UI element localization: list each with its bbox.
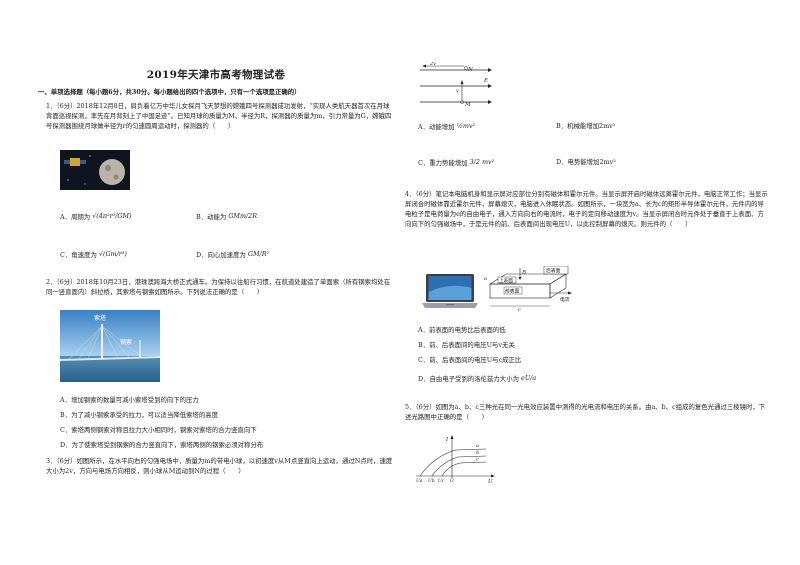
hall-element-diagram: 后表面 上表面 前表面 B 电流 c a: [484, 265, 584, 313]
hall-label-top: 上表面: [499, 277, 513, 284]
graph-label-ub: Ub: [428, 479, 435, 484]
q1-option-c[interactable]: C．角速度为 √(Gm/r³): [60, 250, 127, 259]
hall-label-c: c: [518, 307, 521, 312]
q4-option-b[interactable]: B．前、后表面间的电压U与v无关: [418, 341, 515, 349]
q1-option-a[interactable]: A．周期为 √(4π²r³/GM): [60, 212, 132, 221]
hall-label-back: 后表面: [546, 267, 561, 274]
q2-option-c[interactable]: C．索塔两侧钢索对称且拉力大小相同时，钢索对索塔的合力竖直向下: [60, 426, 257, 434]
page-title: 2019年天津市高考物理试卷: [146, 69, 286, 81]
laptop-image: [420, 272, 480, 310]
q4-option-c[interactable]: C．前、后表面间的电压U与c成正比: [418, 356, 522, 364]
q3-option-b[interactable]: B．机械能增加2mv²: [556, 122, 616, 130]
q1-option-b[interactable]: B．动能为 GMm/2R: [196, 212, 258, 221]
question-2: 2．（6分）2018年10月23日，港珠澳跨海大桥正式通车。为保持以往船行习惯，…: [46, 278, 394, 298]
question-4: 4．（6分）笔记本电脑机身和显示屏对应部位分别有磁体和霍尔元件。当显示屏开启时磁…: [405, 190, 770, 230]
moon-probe-image: [60, 150, 130, 190]
question-1: 1．（6分）2018年12月8日，肩负着亿万中华儿女探月飞天梦想的嫦娥四号探测器…: [46, 102, 394, 132]
q1-option-d[interactable]: D．向心加速度为 GM/R²: [196, 250, 270, 259]
q3-option-c-formula: 3/2 mv²: [469, 158, 495, 166]
q2-option-b[interactable]: B．为了减小钢索承受的拉力，可以适当降低索塔的高度: [60, 411, 219, 419]
question-2-stem: 2．（6分）2018年10月23日，港珠澳跨海大桥正式通车。为保持以往船行习惯，…: [46, 278, 391, 296]
question-1-stem: 1．（6分）2018年12月8日，肩负着亿万中华儿女探月飞天梦想的嫦娥四号探测器…: [46, 102, 392, 130]
q2-option-d[interactable]: D．为了使索塔受到钢索的合力竖直向下，索塔两侧的钢索必须对称分布: [60, 441, 264, 449]
q3-fig-label-2v: 2v: [429, 62, 436, 67]
question-3: 3．（6分）如图所示，在水平向右的匀强电场中，质量为m的带电小球，以初速度v从M…: [46, 457, 394, 477]
question-5: 5．（6分）如图为a、b、c三种光在同一光电效应装置中测得的光电流和电压的关系。…: [405, 403, 770, 423]
hall-label-current: 电流: [560, 296, 570, 303]
graph-label-i: I: [445, 437, 449, 443]
section-heading: 一、单项选择题（每小题6分，共30分。每小题给出的四个选项中，只有一个选项是正确…: [38, 88, 301, 96]
hall-label-b: B: [521, 270, 526, 276]
q1-option-d-formula: GM/R²: [247, 250, 270, 258]
q3-option-a[interactable]: A．动能增加 ½mv²: [418, 122, 476, 131]
q3-field-diagram: N 2v E v M: [418, 61, 494, 108]
bridge-label-tower: 索塔: [94, 314, 106, 322]
question-3-stem: 3．（6分）如图所示，在水平向右的匀强电场中，质量为m的带电小球，以初速度v从M…: [46, 457, 393, 475]
q3-option-c[interactable]: C．重力势能增加 3/2 mv²: [418, 158, 495, 167]
q3-fig-label-m: M: [464, 102, 471, 108]
q3-fig-label-e: E: [483, 78, 488, 84]
q1-option-b-formula: GMm/2R: [228, 212, 258, 220]
graph-label-c: c: [476, 457, 479, 463]
graph-label-ua: Ua: [416, 479, 423, 484]
graph-label-a: a: [476, 443, 479, 449]
question-4-stem: 4．（6分）笔记本电脑机身和显示屏对应部位分别有磁体和霍尔元件。当显示屏开启时磁…: [405, 190, 768, 228]
hall-label-a: a: [484, 276, 487, 282]
q4-option-a[interactable]: A．前表面的电势比后表面的低: [418, 326, 506, 334]
photoelectric-iv-graph: I U a b c Ua Ub Uc O: [414, 434, 498, 485]
q3-option-a-formula: ½mv²: [456, 122, 476, 130]
q1-option-c-formula: √(Gm/r³): [98, 250, 127, 258]
q4-option-d-formula: eU/a: [521, 374, 537, 382]
question-5-stem: 5．（6分）如图为a、b、c三种光在同一光电效应装置中测得的光电流和电压的关系。…: [405, 403, 766, 421]
graph-label-uc: Uc: [438, 479, 445, 484]
q3-fig-label-n: N: [467, 67, 473, 73]
q1-option-a-formula: √(4π²r³/GM): [92, 212, 132, 220]
graph-label-u: U: [488, 479, 493, 484]
graph-label-o: O: [450, 479, 454, 484]
bridge-label-cable: 钢索: [120, 338, 132, 346]
q4-option-d[interactable]: D．自由电子受到的洛伦兹力大小为 eU/a: [418, 374, 537, 383]
hall-label-front: 前表面: [505, 288, 520, 295]
bridge-image: 索塔 钢索: [59, 310, 161, 382]
graph-label-b: b: [476, 450, 479, 456]
q2-option-a[interactable]: A．增加钢索的数量可减小索塔受到的向下的压力: [60, 396, 199, 404]
q3-option-d[interactable]: D．电势能增加2mv²: [556, 158, 616, 166]
q3-fig-label-v: v: [456, 88, 459, 94]
